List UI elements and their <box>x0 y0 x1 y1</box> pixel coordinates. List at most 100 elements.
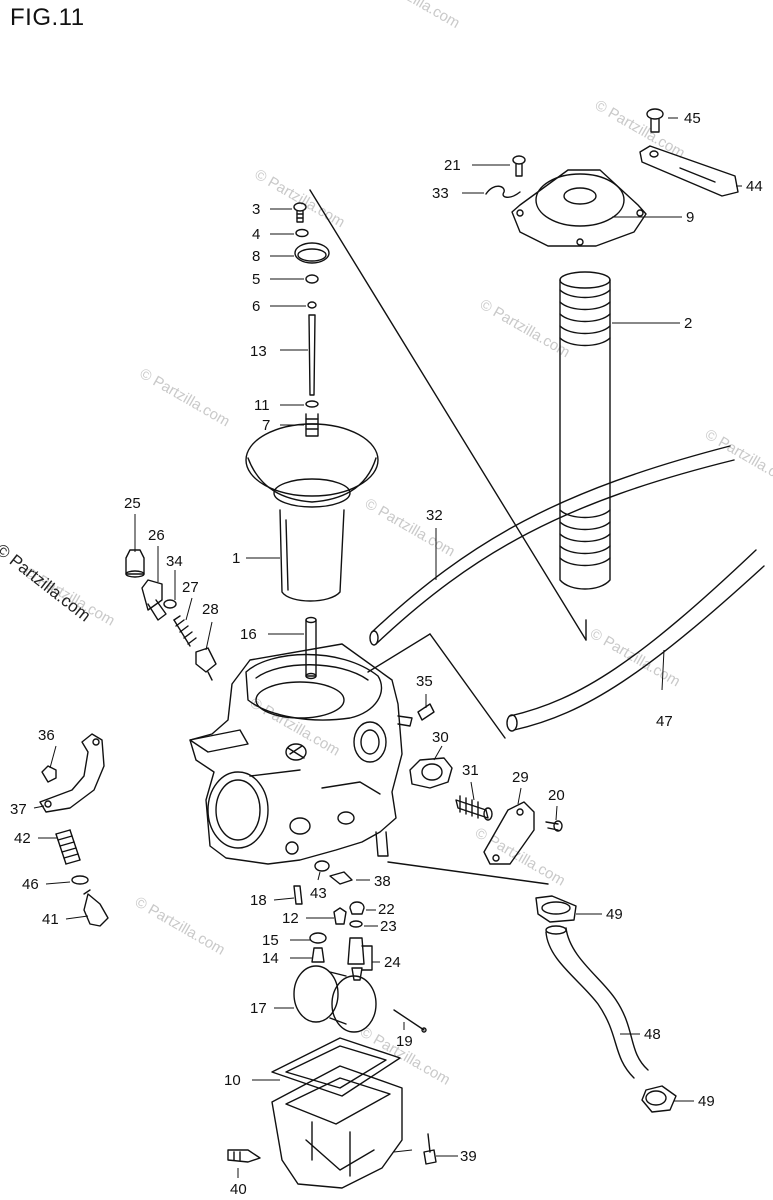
callout-30: 30 <box>432 729 449 746</box>
callout-24: 24 <box>384 954 401 971</box>
part-14-jet <box>311 947 325 963</box>
part-46-washer <box>71 875 89 885</box>
part-21-screw <box>512 155 526 177</box>
callout-19: 19 <box>396 1033 413 1050</box>
callout-5: 5 <box>252 271 260 288</box>
callout-49: 49 <box>698 1093 715 1110</box>
watermark: © Partzilla.com <box>362 495 458 560</box>
callout-44: 44 <box>746 178 763 195</box>
part-49-clamp <box>641 1085 677 1113</box>
figure-title: FIG.11 <box>10 4 85 31</box>
leader-lines <box>33 117 742 1178</box>
callout-48: 48 <box>644 1026 661 1043</box>
part-47-hose <box>506 549 765 732</box>
part-36-screw <box>41 765 57 783</box>
callout-47: 47 <box>656 713 673 730</box>
callout-21: 21 <box>444 157 461 174</box>
callout-33: 33 <box>432 185 449 202</box>
part-29-cover <box>483 801 535 865</box>
callout-11: 11 <box>254 397 270 414</box>
callout-6: 6 <box>252 298 260 315</box>
part-5-ring <box>305 274 319 284</box>
watermark: © Partzilla.com <box>132 893 228 958</box>
callout-26: 26 <box>148 527 165 544</box>
callout-41: 41 <box>42 911 59 928</box>
callout-31: 31 <box>462 762 479 779</box>
assembly-line <box>429 633 506 739</box>
part-27-spring <box>173 615 197 647</box>
callout-12: 12 <box>282 910 299 927</box>
part-34-o-ring <box>163 599 177 609</box>
part-40-screw <box>227 1149 261 1163</box>
part-32-hose <box>369 445 735 646</box>
part-2-spring <box>559 271 611 590</box>
part-16-needle-jet <box>305 616 317 680</box>
carburetor-body <box>189 643 413 865</box>
part-43-washer <box>314 860 330 872</box>
callout-13: 13 <box>250 343 267 360</box>
callout-46: 46 <box>22 876 39 893</box>
callout-35: 35 <box>416 673 433 690</box>
callout-49: 49 <box>606 906 623 923</box>
callout-32: 32 <box>426 507 443 524</box>
callout-9: 9 <box>686 209 694 226</box>
part-44-bracket <box>639 145 739 197</box>
part-23-o-ring <box>349 920 363 928</box>
callout-39: 39 <box>460 1148 477 1165</box>
part-48-hose <box>545 925 649 1079</box>
watermark: © Partzilla.com <box>0 763 3 828</box>
part-24-jet <box>347 937 373 981</box>
part-9-top-cover <box>511 169 647 247</box>
callout-17: 17 <box>250 1000 267 1017</box>
callout-2: 2 <box>684 315 692 332</box>
part-26-screw <box>141 579 167 621</box>
callout-37: 37 <box>10 801 27 818</box>
part-33-clip <box>485 185 521 198</box>
callout-16: 16 <box>240 626 257 643</box>
float-bowl <box>271 1065 403 1189</box>
callout-4: 4 <box>252 226 260 243</box>
callout-38: 38 <box>374 873 391 890</box>
callout-20: 20 <box>548 787 565 804</box>
assembly-line <box>309 189 587 641</box>
part-30-cover <box>409 757 453 789</box>
callout-18: 18 <box>250 892 267 909</box>
part-13-needle <box>308 314 316 396</box>
part-20-screw <box>545 820 563 832</box>
part-19-pin <box>393 1009 425 1031</box>
assembly-line <box>367 633 431 673</box>
watermark: © Partzilla.com <box>137 365 233 430</box>
part-37-bracket <box>39 733 105 813</box>
part-42-spring <box>55 829 81 865</box>
part-19-pin-tip <box>421 1027 427 1033</box>
callout-43: 43 <box>310 885 327 902</box>
part-38-screw <box>329 871 353 885</box>
part-17-float <box>293 965 377 1033</box>
part-8-cap <box>294 242 330 264</box>
part-28-valve <box>195 647 217 681</box>
part-4-washer <box>295 228 309 238</box>
callout-25: 25 <box>124 495 141 512</box>
part-49-clamp <box>535 895 577 923</box>
part-6-clip <box>307 301 317 309</box>
watermark: © Partzilla.com <box>367 0 463 32</box>
callout-27: 27 <box>182 579 199 596</box>
part-1-piston-valve <box>245 423 379 602</box>
callout-15: 15 <box>262 932 279 949</box>
callout-22: 22 <box>378 901 395 918</box>
callout-45: 45 <box>684 110 701 127</box>
part-12-jet <box>333 907 347 925</box>
watermark: © Partzilla.com <box>702 426 773 491</box>
part-3-screw <box>293 202 307 223</box>
watermark: © Partzilla.com <box>477 296 573 361</box>
callout-labels: 3 4 8 5 6 13 11 7 1 16 9 2 21 33 45 44 3… <box>10 110 763 1198</box>
callout-7: 7 <box>262 417 270 434</box>
part-22-plug <box>349 901 365 915</box>
callout-1: 1 <box>232 550 240 567</box>
part-41-screw <box>83 889 109 927</box>
callout-36: 36 <box>38 727 55 744</box>
part-7-seat <box>305 413 319 437</box>
callout-34: 34 <box>166 553 183 570</box>
part-39-screw <box>423 1133 437 1165</box>
